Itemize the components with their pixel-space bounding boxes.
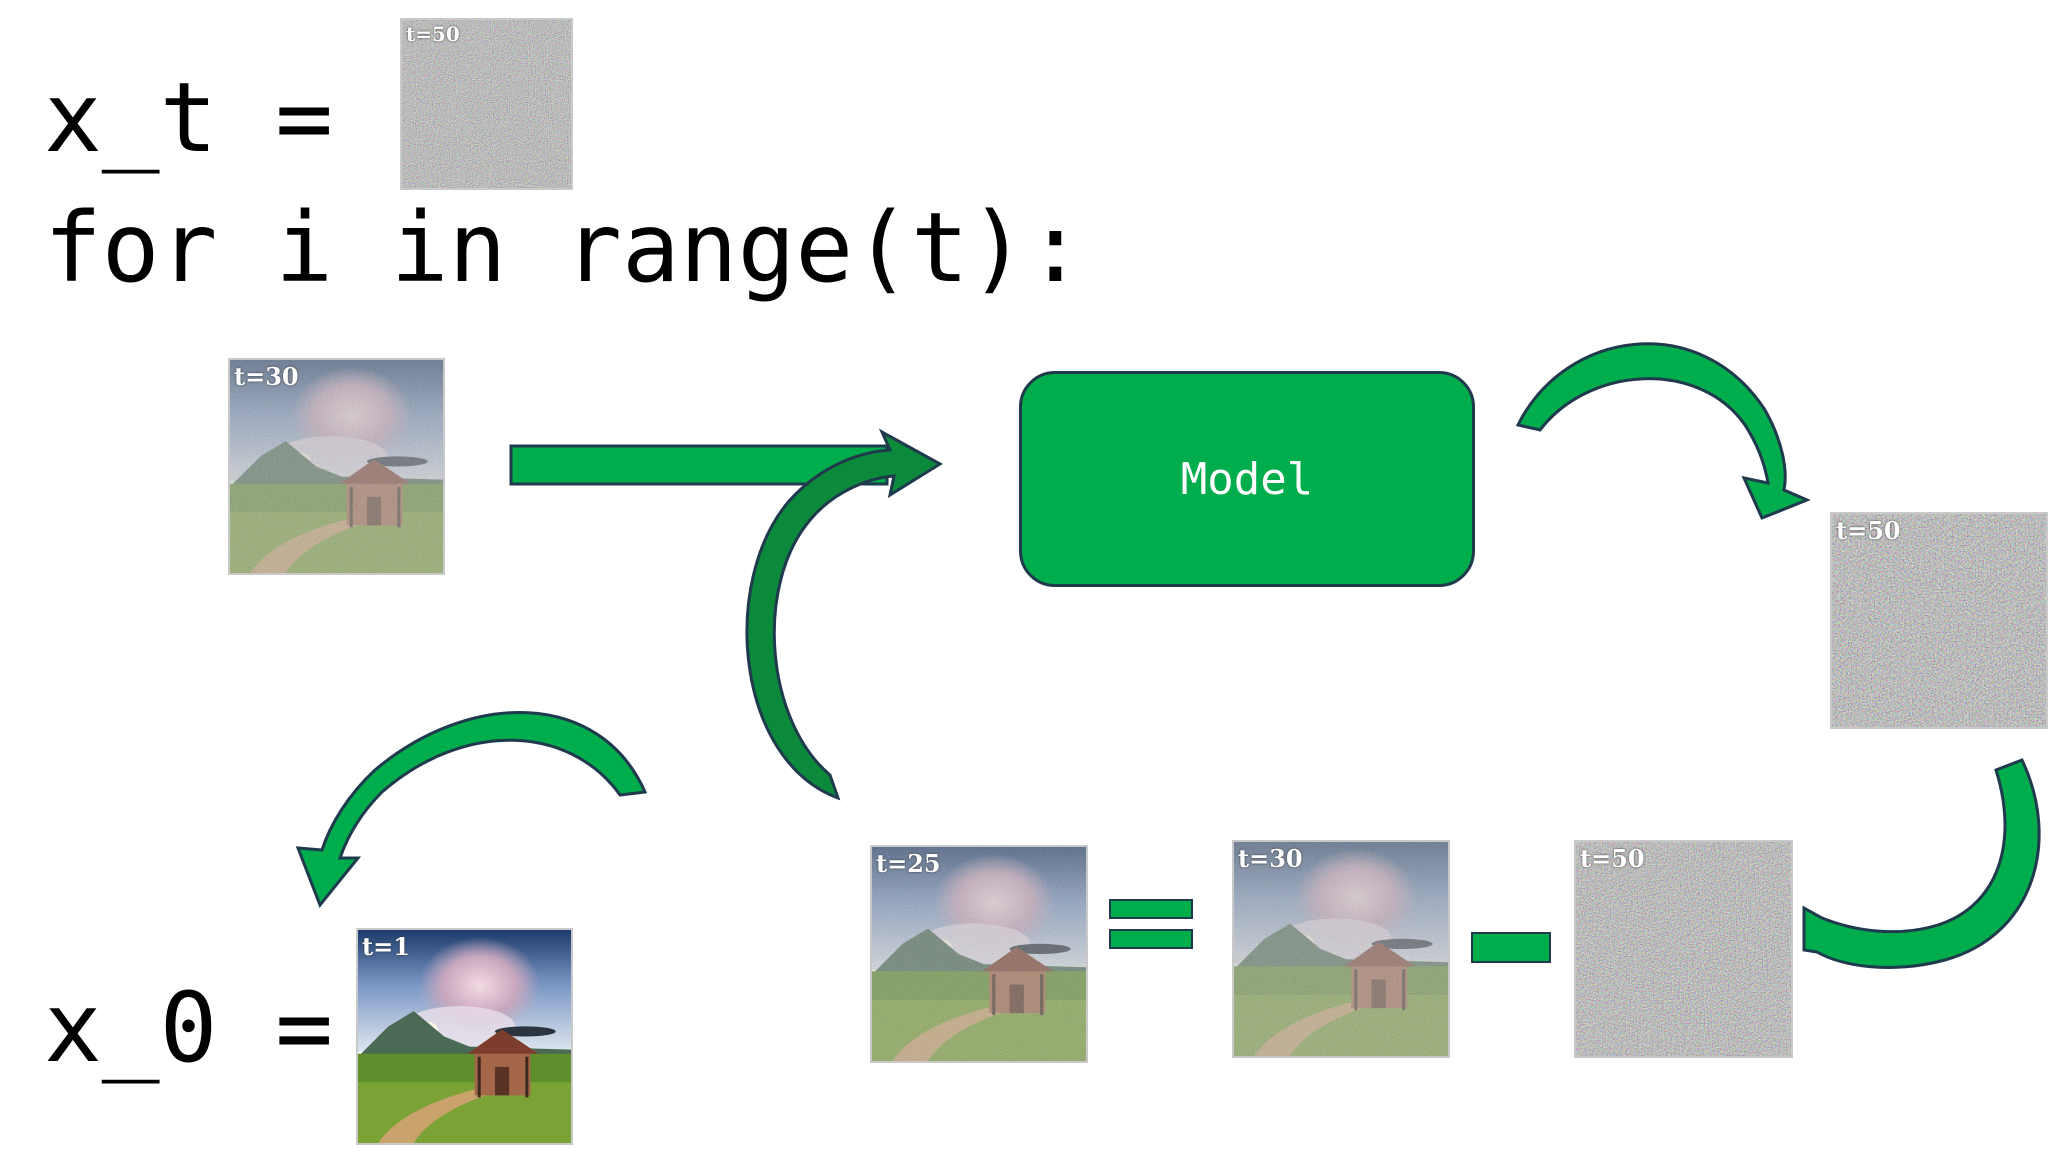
- initial-noise-label: t=50: [406, 22, 460, 46]
- code-line-final: x_0 =: [44, 972, 333, 1084]
- operand-noise-label: t=50: [1580, 844, 1645, 873]
- code-line-loop: for i in range(t):: [44, 192, 1085, 304]
- predicted-noise-image: t=50: [1830, 512, 2048, 729]
- operand-noise-image: t=50: [1574, 840, 1793, 1058]
- code-line-init: x_t =: [44, 62, 333, 174]
- model-box: Model: [1019, 371, 1475, 587]
- predicted-noise-label: t=50: [1836, 516, 1901, 545]
- final-image: t=1: [356, 928, 573, 1145]
- final-image-label: t=1: [362, 932, 410, 961]
- initial-noise-image: t=50: [400, 18, 573, 190]
- to-final-image-arrow: [295, 711, 648, 908]
- equals-sign-bottom: [1109, 929, 1193, 949]
- model-label: Model: [1180, 453, 1314, 505]
- model-to-noise-arrow: [1515, 342, 1811, 520]
- equals-sign-top: [1109, 899, 1193, 919]
- input-noisy-label: t=30: [234, 362, 299, 391]
- minus-sign: [1471, 932, 1551, 963]
- result-to-model-loop-arrow: [745, 428, 943, 801]
- result-image: t=25: [870, 845, 1088, 1063]
- operand-noisy-image: t=30: [1232, 840, 1450, 1058]
- noise-to-subtraction-arrow: [1802, 758, 2041, 969]
- input-noisy-image: t=30: [228, 358, 445, 575]
- result-label: t=25: [876, 849, 941, 878]
- operand-noisy-label: t=30: [1238, 844, 1303, 873]
